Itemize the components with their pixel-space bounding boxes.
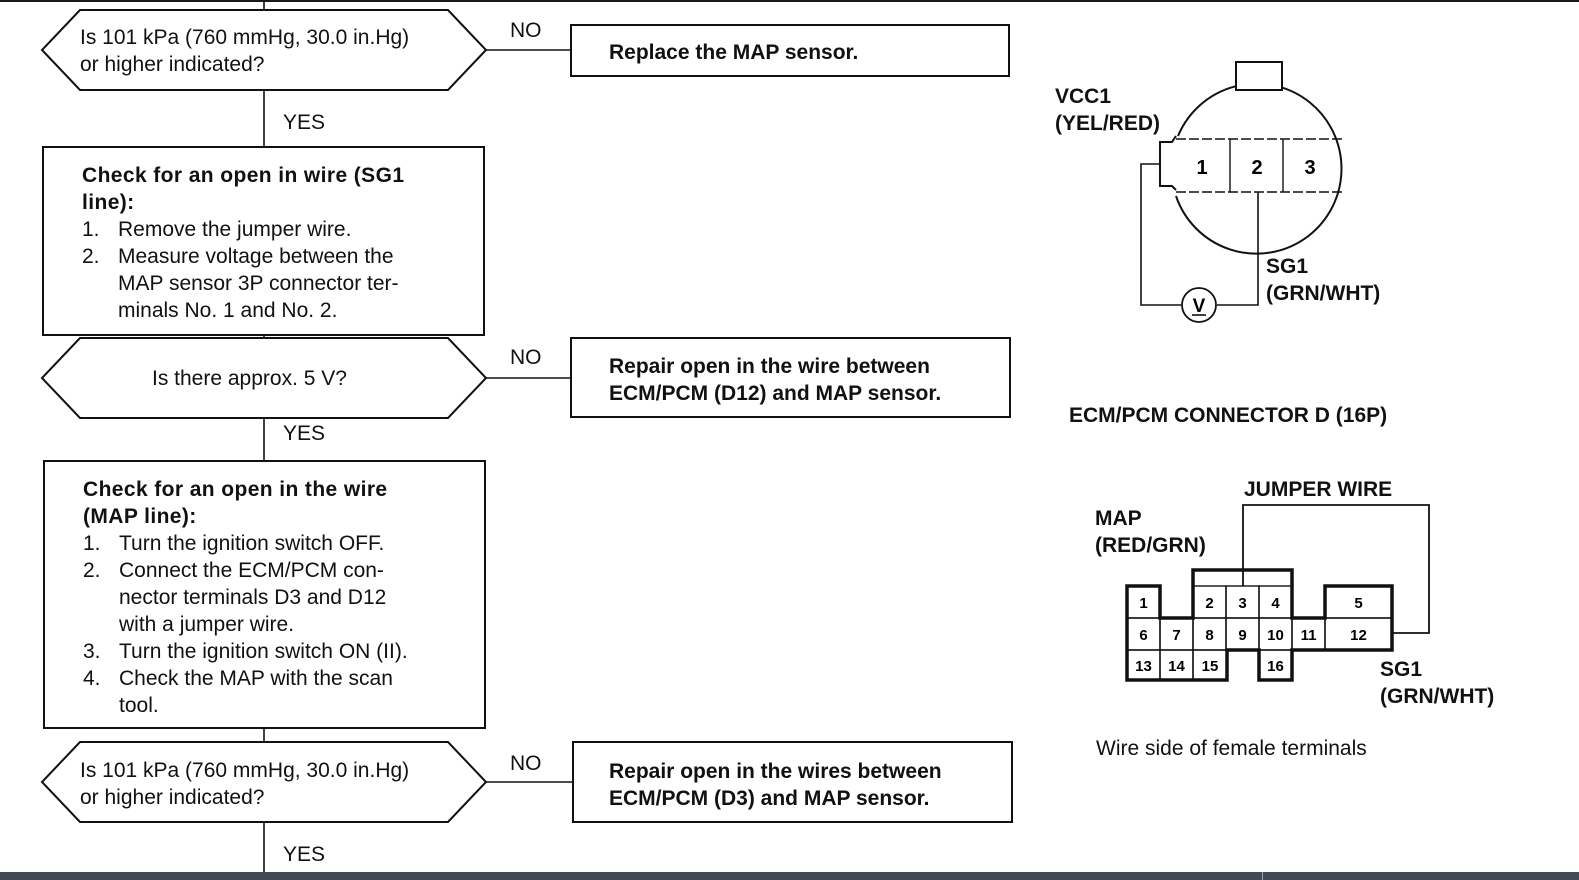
probe-wire-vcc <box>1140 163 1181 306</box>
sensor-housing <box>1175 82 1343 255</box>
ecm-pin-cell <box>1324 617 1393 651</box>
ecm-pin-label: 2 <box>1205 595 1213 612</box>
ecm-pin-cell <box>1258 649 1293 681</box>
ecm-pin-label: 6 <box>1139 627 1147 644</box>
ecm-pin-label: 14 <box>1168 658 1185 675</box>
decision-2-yes-label: YES <box>283 422 326 445</box>
action-box-replace-map: Replace the MAP sensor. <box>570 24 1010 77</box>
ecm-pin-label: 15 <box>1202 658 1219 675</box>
ecm-pin-label: 9 <box>1238 627 1246 644</box>
decision-3-text: Is 101 kPa (760 mmHg, 30.0 in.Hg)or high… <box>80 759 410 809</box>
ecm-pin-cell <box>1192 649 1228 681</box>
ecm-pin-label: 11 <box>1301 627 1317 644</box>
connector-caption: Wire side of female terminals <box>1096 737 1367 760</box>
voltmeter-icon <box>1181 287 1217 323</box>
decision-2-no-label: NO <box>510 346 542 369</box>
sg1-ecm-label: SG1(GRN/WHT) <box>1380 658 1495 708</box>
bottom-bar <box>0 872 1579 880</box>
procedure-step: 2.Connect the ECM/PCM con-nector termina… <box>83 559 387 636</box>
decision-shape-3 <box>40 741 488 823</box>
ecm-pin-label: 16 <box>1267 658 1284 675</box>
ecm-pin-label: 1 <box>1139 595 1147 612</box>
ecm-connector-title: ECM/PCM CONNECTOR D (16P) <box>1069 404 1388 427</box>
procedure-step: 1.Remove the jumper wire. <box>82 218 352 241</box>
voltmeter-symbol: V <box>1193 296 1206 317</box>
ecm-pin-label: 12 <box>1350 627 1367 644</box>
sensor-pin-3: 3 <box>1304 157 1315 179</box>
top-border <box>0 0 1579 2</box>
decision-3-no-label: NO <box>510 752 542 775</box>
bottom-bar-divider <box>1262 872 1263 880</box>
map-wire-label: MAP(RED/GRN) <box>1095 507 1206 557</box>
decision-3-yes-label: YES <box>283 843 326 866</box>
decision-1-no-label: NO <box>510 19 542 42</box>
ecm-pin-label: 3 <box>1238 595 1246 612</box>
vcc1-label: VCC1(YEL/RED) <box>1055 85 1160 135</box>
ecm-pin-label: 10 <box>1267 627 1284 644</box>
ecm-pin-label: 13 <box>1135 658 1152 675</box>
decision-1-yes-label: YES <box>283 111 326 134</box>
sensor-pin-2: 2 <box>1251 157 1262 179</box>
ecm-pin-label: 4 <box>1271 595 1280 612</box>
action-text: Replace the MAP sensor. <box>609 41 859 64</box>
jumper-wire-label: JUMPER WIRE <box>1244 478 1393 501</box>
decision-shape-1 <box>40 9 488 91</box>
procedure-step: 1.Turn the ignition switch OFF. <box>83 532 385 555</box>
ecm-pin-label: 8 <box>1205 627 1213 644</box>
procedure-step: 3.Turn the ignition switch ON (II). <box>83 640 408 663</box>
jumper-wire <box>1242 504 1430 634</box>
ecm-pin-label: 5 <box>1354 595 1362 612</box>
sensor-tab <box>1235 61 1283 91</box>
decision-2-text: Is there approx. 5 V? <box>152 367 347 390</box>
procedure-box-map-line: Check for an open in the wire(MAP line):… <box>43 460 486 729</box>
sg1-sensor-label: SG1(GRN/WHT) <box>1266 255 1381 305</box>
procedure-title: Check for an open in the wire(MAP line): <box>83 478 388 528</box>
sensor-pin-1: 1 <box>1196 157 1207 179</box>
decision-1-text: Is 101 kPa (760 mmHg, 30.0 in.Hg)or high… <box>80 26 410 76</box>
probe-wire-sg <box>1217 192 1259 306</box>
ecm-pin-label: 7 <box>1172 627 1180 644</box>
decision-shape-2 <box>40 337 488 419</box>
